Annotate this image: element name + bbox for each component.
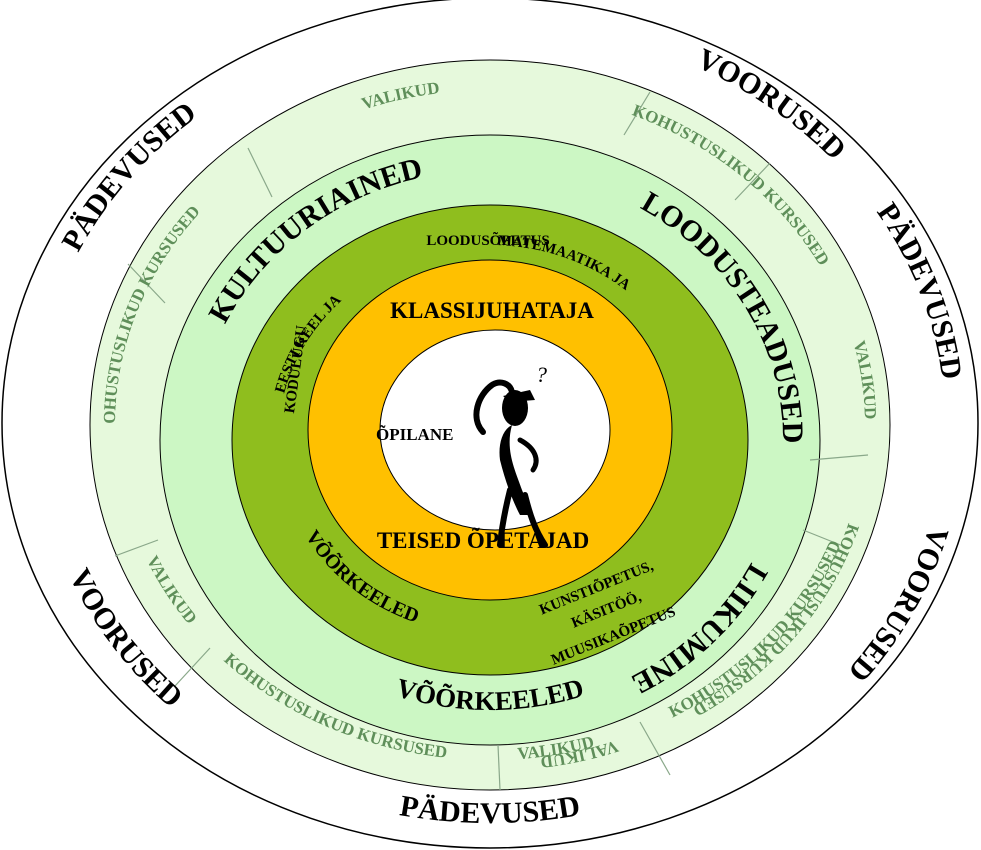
question-mark: ? (536, 362, 547, 387)
course-dividers (114, 91, 869, 791)
figure-leg-left (497, 487, 513, 548)
course-divider (809, 454, 869, 461)
course-divider (623, 91, 651, 136)
course-divider (639, 721, 671, 776)
figure-leg-right (522, 492, 548, 548)
center-circle (379, 329, 611, 531)
figure-body (499, 425, 530, 515)
thinking-student-figure: ? (473, 362, 548, 548)
course-divider (127, 263, 166, 304)
course-divider (247, 147, 273, 198)
figure-arm-hand (517, 437, 539, 473)
teachers-klassijuhataja: KLASSIJUHATAJA (390, 298, 594, 323)
figure-arm-raised (473, 379, 515, 435)
course-divider (734, 162, 771, 201)
course-divider (174, 647, 211, 687)
course-divider (497, 744, 501, 791)
course-divider (802, 529, 849, 549)
center-label-opilane: ÕPILANE (376, 424, 453, 444)
figure-cap (503, 390, 535, 402)
teachers-teised-opetajad: TEISED ÕPETAJAD (377, 528, 589, 553)
subject-matemaatika-line2: LOODUSÕPETUS (426, 231, 549, 249)
course-divider (114, 539, 159, 557)
